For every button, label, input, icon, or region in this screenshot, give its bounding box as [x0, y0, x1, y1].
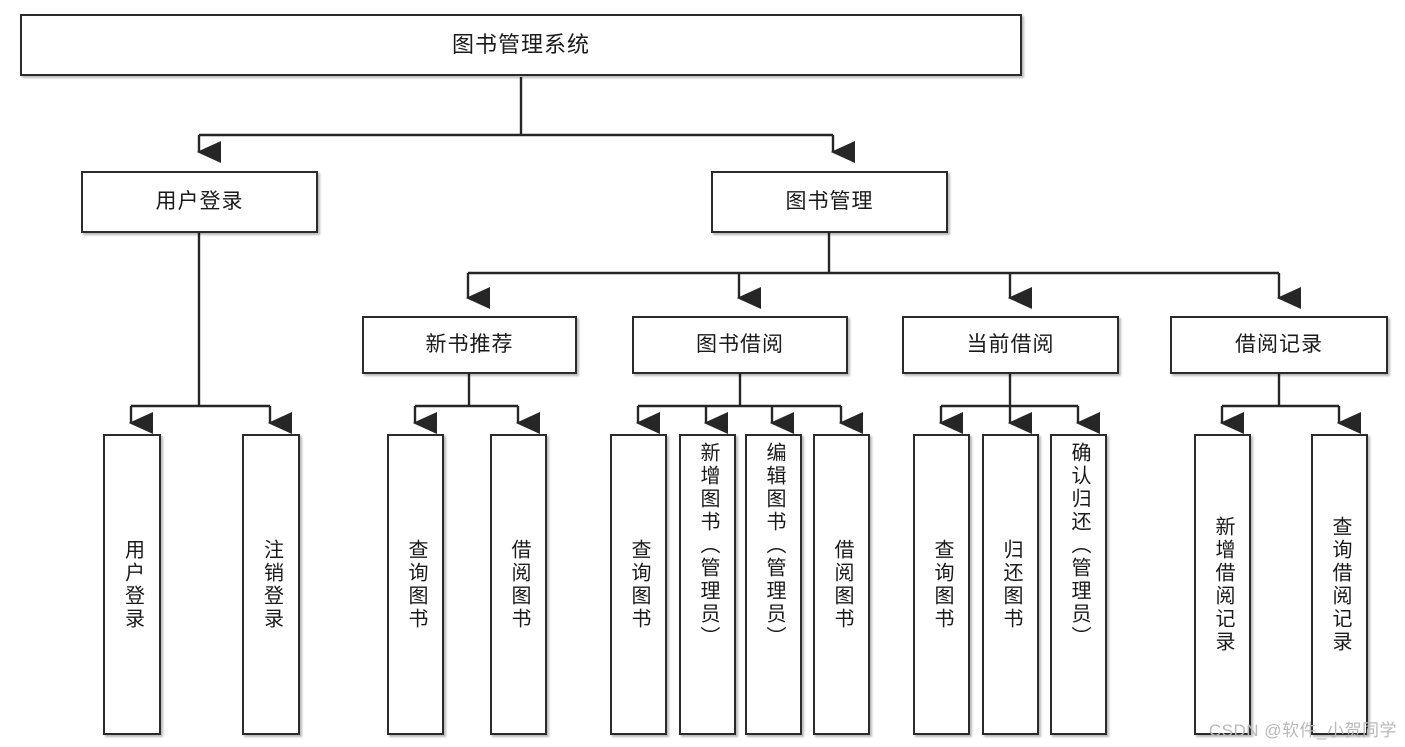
node-label: 编辑图书（管理员）	[763, 442, 785, 649]
node-label: 用户登录	[121, 538, 144, 631]
leaf-edit-book-admin[interactable]: 编辑图书（管理员）	[745, 434, 802, 735]
node-label: 用户登录	[155, 189, 244, 213]
csdn-watermark: CSDN @软件_小贺同学	[1208, 721, 1397, 740]
leaf-borrow-book[interactable]: 借阅图书	[813, 434, 870, 735]
node-root-book-management-system[interactable]: 图书管理系统	[20, 14, 1022, 76]
leaf-add-book-admin[interactable]: 新增图书（管理员）	[679, 434, 736, 735]
leaf-current-query-book[interactable]: 查询图书	[913, 434, 970, 735]
node-label: 查询图书	[628, 538, 650, 631]
node-label: 查询借阅记录	[1329, 515, 1351, 654]
node-label: 图书管理系统	[451, 32, 590, 58]
node-borrow-record[interactable]: 借阅记录	[1170, 316, 1388, 374]
node-label: 新增借阅记录	[1212, 515, 1234, 654]
leaf-return-book[interactable]: 归还图书	[982, 434, 1039, 735]
node-label: 当前借阅	[966, 332, 1055, 356]
node-current-borrow[interactable]: 当前借阅	[902, 316, 1119, 374]
leaf-recommend-query-book[interactable]: 查询图书	[387, 434, 444, 735]
leaf-query-borrow-record[interactable]: 查询借阅记录	[1311, 434, 1368, 735]
leaf-recommend-borrow-book[interactable]: 借阅图书	[490, 434, 547, 735]
leaf-confirm-return-admin[interactable]: 确认归还（管理员）	[1050, 434, 1107, 735]
node-label: 查询图书	[931, 538, 953, 631]
leaf-add-borrow-record[interactable]: 新增借阅记录	[1194, 434, 1251, 735]
leaf-borrow-query-book[interactable]: 查询图书	[610, 434, 667, 735]
node-label: 借阅图书	[508, 538, 530, 631]
node-label: 新增图书（管理员）	[697, 442, 719, 649]
node-user-login[interactable]: 用户登录	[81, 171, 318, 233]
node-label: 图书借阅	[696, 332, 784, 356]
node-label: 查询图书	[405, 538, 427, 631]
node-label: 注销登录	[260, 538, 283, 631]
node-label: 图书管理	[785, 189, 874, 213]
node-label: 借阅记录	[1235, 332, 1323, 356]
leaf-user-login[interactable]: 用户登录	[103, 434, 161, 735]
node-label: 借阅图书	[831, 538, 853, 631]
node-book-management[interactable]: 图书管理	[711, 171, 948, 233]
leaf-logout[interactable]: 注销登录	[242, 434, 300, 735]
node-book-borrow[interactable]: 图书借阅	[632, 316, 848, 374]
node-new-book-recommend[interactable]: 新书推荐	[362, 316, 577, 374]
node-label: 确认归还（管理员）	[1068, 442, 1090, 649]
node-label: 新书推荐	[425, 332, 514, 356]
node-label: 归还图书	[1000, 538, 1022, 631]
